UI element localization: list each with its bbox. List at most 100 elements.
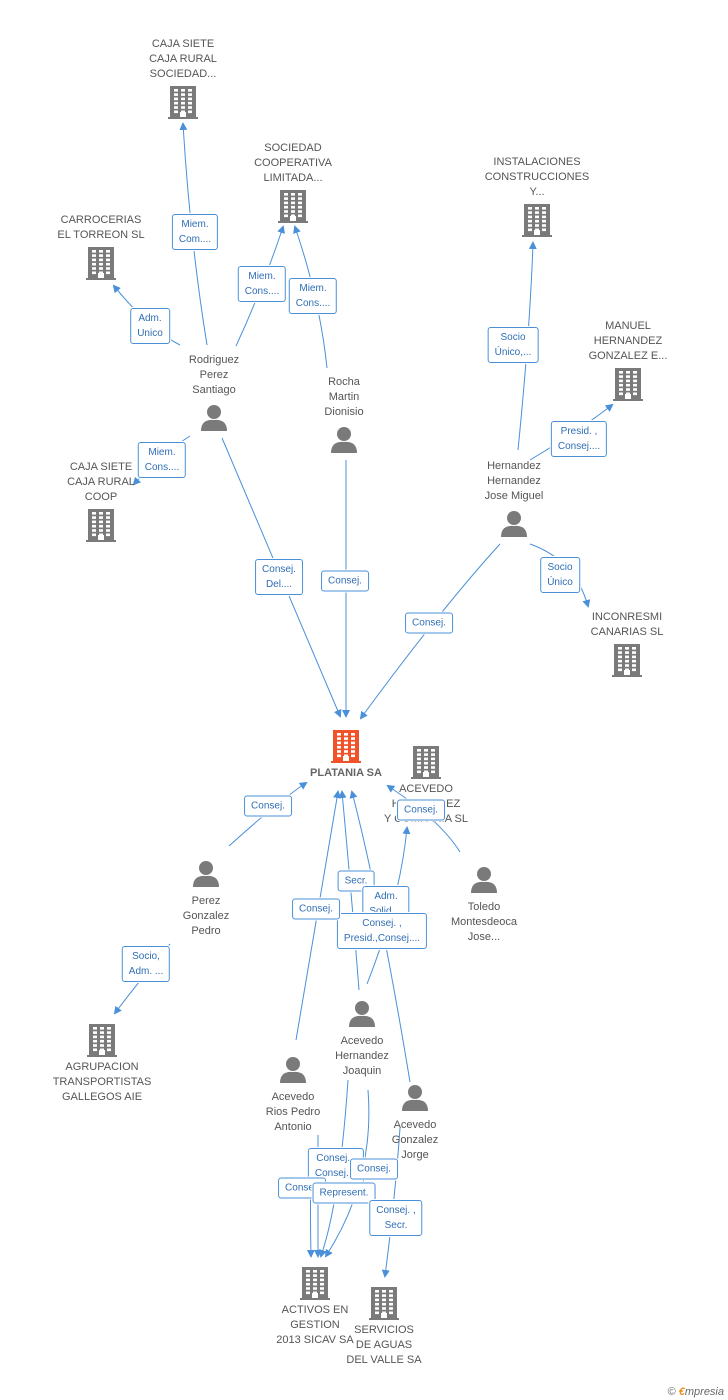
relation-label-line: Adm. bbox=[138, 313, 162, 324]
relation-label[interactable]: Consej. , Presid.,Consej.... bbox=[336, 913, 428, 949]
company-building-icon[interactable] bbox=[613, 368, 643, 401]
company-building-icon[interactable] bbox=[87, 1024, 117, 1057]
node-label-line: Joaquin bbox=[342, 1065, 382, 1077]
relation-label[interactable]: Miem.Com.... bbox=[171, 214, 219, 250]
relation-label-line: Socio bbox=[500, 332, 526, 343]
relation-label-line: Secr. bbox=[384, 1220, 408, 1231]
relation-label-line: Miem. bbox=[299, 283, 327, 294]
node-label-line: Santiago bbox=[192, 384, 236, 396]
node-label-line: CANARIAS SL bbox=[590, 626, 664, 638]
node-label-line: Montesdeoca bbox=[450, 916, 518, 928]
person-icon[interactable] bbox=[501, 511, 527, 537]
node-label-line: Hernandez bbox=[335, 1050, 389, 1062]
node-label-line: SOCIEDAD bbox=[264, 142, 322, 154]
relation-label-line: Consej. bbox=[262, 564, 296, 575]
company-building-icon[interactable] bbox=[369, 1287, 399, 1320]
relation-label-line: Consej. , bbox=[316, 1153, 356, 1164]
node-label-line: Jose Miguel bbox=[484, 490, 544, 502]
relation-label-line: Consej.... bbox=[557, 441, 601, 452]
company-building-icon[interactable] bbox=[86, 509, 116, 542]
relation-label-line: Socio, bbox=[132, 951, 160, 962]
company-building-icon[interactable] bbox=[300, 1267, 330, 1300]
person-icon[interactable] bbox=[331, 427, 357, 453]
node-label-line: MANUEL bbox=[605, 320, 651, 332]
company-building-icon[interactable] bbox=[612, 644, 642, 677]
relation-label[interactable]: Presid. , Consej.... bbox=[550, 421, 608, 457]
relation-label[interactable]: Miem.Cons.... bbox=[137, 442, 187, 478]
node-label-platania[interactable]: PLATANIA SA bbox=[310, 766, 382, 781]
node-label-line: Gonzalez bbox=[182, 910, 230, 922]
person-icon[interactable] bbox=[193, 861, 219, 887]
relation-label-line: Consej. bbox=[328, 575, 362, 587]
relation-label-line: Consej. bbox=[404, 804, 438, 816]
person-icon[interactable] bbox=[201, 405, 227, 431]
relation-label[interactable]: Consej. bbox=[405, 612, 453, 634]
node-label-line: GESTION bbox=[290, 1319, 340, 1331]
main-company-icon[interactable] bbox=[331, 730, 361, 763]
relation-label[interactable]: Consej. , Secr. bbox=[369, 1200, 423, 1236]
node-label-line: COOPERATIVA bbox=[254, 157, 332, 169]
relation-label[interactable]: Miem.Cons.... bbox=[237, 266, 287, 302]
person-icon[interactable] bbox=[349, 1001, 375, 1027]
node-label-line: Toledo bbox=[467, 901, 501, 913]
relation-label-line: Consej. , bbox=[376, 1205, 416, 1216]
relation-label[interactable]: Adm.Unico bbox=[130, 308, 170, 344]
relation-label-line: Secr. bbox=[344, 875, 368, 887]
company-building-icon[interactable] bbox=[411, 746, 441, 779]
person-icon[interactable] bbox=[402, 1085, 428, 1111]
relation-label-line: Consej. , bbox=[362, 918, 402, 929]
node-label-line: Hernandez bbox=[487, 475, 541, 487]
relation-label-line: Com.... bbox=[178, 234, 212, 245]
relation-label[interactable]: Consej. bbox=[350, 1158, 398, 1180]
company-building-icon[interactable] bbox=[522, 204, 552, 237]
person-icon[interactable] bbox=[471, 867, 497, 893]
relation-label[interactable]: Consej.Del.... bbox=[255, 559, 303, 595]
relation-label-line: Presid.,Consej.... bbox=[343, 933, 421, 944]
node-label-line: INSTALACIONES bbox=[493, 156, 581, 168]
relation-label-line: Adm. ... bbox=[128, 966, 164, 977]
company-building-icon[interactable] bbox=[86, 247, 116, 280]
company-building-icon[interactable] bbox=[278, 190, 308, 223]
node-label-line: Acevedo bbox=[340, 1035, 384, 1047]
relation-label[interactable]: Consej. bbox=[321, 570, 369, 592]
relation-label-line: Cons.... bbox=[295, 298, 331, 309]
relation-label[interactable]: Consej. bbox=[292, 898, 340, 920]
relation-label-line: Único,... bbox=[494, 347, 532, 358]
relation-label[interactable]: Socio, Adm. ... bbox=[121, 946, 171, 982]
node-label-line: ACTIVOS EN bbox=[281, 1304, 349, 1316]
relation-label-line: Consej. bbox=[299, 903, 333, 915]
relation-label-line: Consej. bbox=[357, 1163, 391, 1175]
relation-label[interactable]: Consej. bbox=[244, 795, 292, 817]
node-label-line: Pedro bbox=[191, 925, 221, 937]
relation-label[interactable]: Consej. bbox=[397, 799, 445, 821]
node-label-line: DE AGUAS bbox=[355, 1339, 413, 1351]
relation-label[interactable]: Represent. bbox=[312, 1182, 376, 1204]
node-label-line: Jose... bbox=[467, 931, 501, 943]
relation-label[interactable]: Miem. Cons.... bbox=[288, 278, 338, 314]
node-label-line: DEL VALLE SA bbox=[346, 1354, 422, 1366]
person-icon[interactable] bbox=[280, 1057, 306, 1083]
relation-label-line: Solid.... bbox=[369, 906, 403, 917]
relation-label-line: Presid. , bbox=[560, 426, 598, 437]
company-building-icon[interactable] bbox=[168, 86, 198, 119]
